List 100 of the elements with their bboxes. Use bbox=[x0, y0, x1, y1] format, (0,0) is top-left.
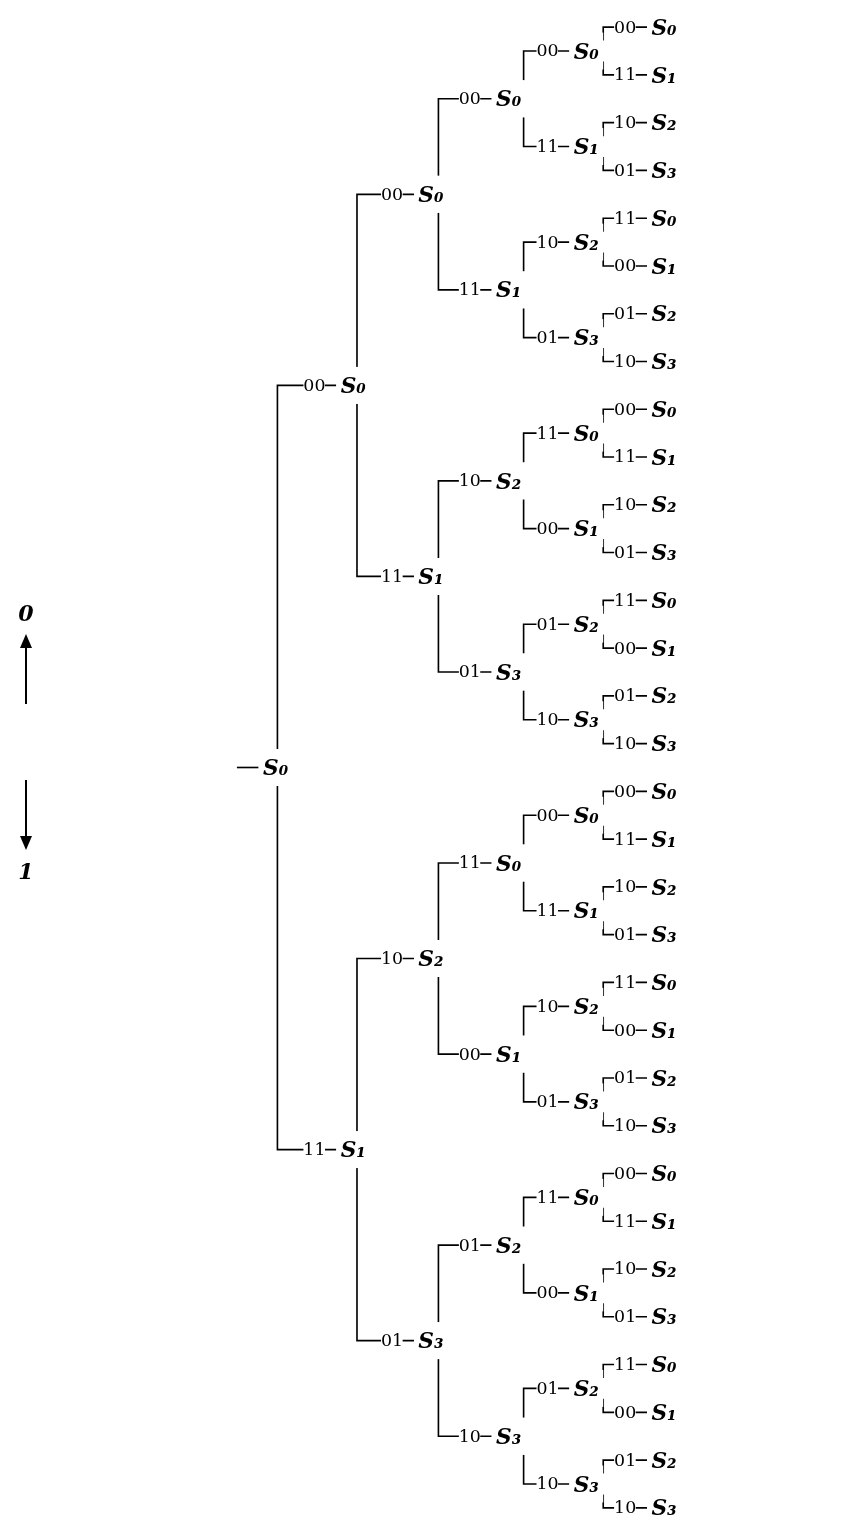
edge-label: 11 bbox=[614, 1353, 637, 1375]
edge-label: 00 bbox=[614, 1162, 637, 1184]
node-text: S₀ bbox=[496, 85, 522, 112]
edge-label: 11 bbox=[536, 135, 559, 157]
node-text: S₁ bbox=[340, 1136, 367, 1163]
edge-label: 10 bbox=[614, 1496, 637, 1518]
node-text: S₃ bbox=[418, 1327, 444, 1354]
edge-label: 01 bbox=[381, 1329, 404, 1351]
node-text: S₁ bbox=[651, 252, 677, 279]
node-text: S₀ bbox=[651, 14, 677, 41]
edge-label: 00 bbox=[614, 16, 637, 37]
edge-label: 00 bbox=[614, 255, 637, 276]
node-text: S₀ bbox=[263, 754, 289, 781]
edge-label: 00 bbox=[458, 87, 482, 109]
node-text: S₀ bbox=[340, 372, 367, 399]
edge-label: 01 bbox=[614, 1067, 637, 1088]
node-text: S₁ bbox=[651, 444, 677, 471]
edge-label: 11 bbox=[614, 64, 637, 85]
edge-label: 00 bbox=[536, 804, 559, 826]
edge-label: 11 bbox=[614, 207, 637, 228]
connector bbox=[356, 1167, 415, 1342]
node-text: S₀ bbox=[651, 778, 677, 805]
edge-label: 00 bbox=[614, 1019, 637, 1040]
edge-label: 11 bbox=[536, 422, 559, 443]
node-text: S₂ bbox=[651, 682, 677, 709]
edge-label: 01 bbox=[536, 613, 559, 634]
node-text: S₁ bbox=[651, 635, 677, 662]
node-text: S₂ bbox=[651, 1255, 677, 1283]
edge-label: 01 bbox=[614, 159, 637, 181]
node-text: S₀ bbox=[651, 1160, 677, 1187]
edge-label: 01 bbox=[458, 1234, 482, 1255]
edge-label: 10 bbox=[536, 708, 559, 730]
node-text: S₃ bbox=[496, 658, 522, 685]
node-text: S₂ bbox=[651, 109, 677, 136]
edge-label: 01 bbox=[614, 1449, 637, 1470]
node-text: S₃ bbox=[496, 1423, 522, 1450]
node-text: S₃ bbox=[651, 1494, 677, 1521]
edge-label: 00 bbox=[536, 40, 559, 61]
edge-label: 10 bbox=[614, 732, 637, 754]
node-text: S₁ bbox=[496, 1041, 522, 1068]
edge-label: 11 bbox=[614, 589, 637, 611]
node-text: S₀ bbox=[418, 181, 444, 208]
edge-label: 10 bbox=[614, 876, 637, 897]
connector bbox=[356, 403, 415, 578]
node-text: S₂ bbox=[651, 491, 677, 518]
node-text: S₃ bbox=[651, 157, 677, 184]
connector bbox=[356, 193, 415, 368]
edge-label: 00 bbox=[536, 1282, 559, 1303]
edge-label: 10 bbox=[614, 111, 637, 133]
edge-label: 01 bbox=[614, 541, 637, 563]
node-text: S₃ bbox=[651, 348, 677, 375]
edge-label: 11 bbox=[614, 1210, 637, 1232]
edge-label: 11 bbox=[614, 446, 637, 467]
edge-label: 10 bbox=[536, 995, 559, 1017]
node-text: S₁ bbox=[496, 276, 522, 303]
node-text: S₁ bbox=[651, 1399, 677, 1426]
node-text: S₁ bbox=[418, 563, 444, 590]
node-text: S₂ bbox=[418, 945, 444, 972]
connector bbox=[356, 957, 415, 1132]
node-text: S₂ bbox=[651, 1064, 677, 1091]
edge-label: 11 bbox=[536, 899, 559, 921]
edge-label: 11 bbox=[536, 1186, 559, 1208]
node-text: S₁ bbox=[651, 1017, 677, 1044]
edge-label: 11 bbox=[614, 828, 637, 849]
node-text: S₀ bbox=[651, 396, 677, 423]
edge-label: 00 bbox=[614, 398, 637, 420]
edge-label: 10 bbox=[458, 1425, 482, 1446]
bit-label: 1 bbox=[18, 858, 34, 884]
connector bbox=[236, 766, 260, 769]
edge-label: 01 bbox=[614, 923, 637, 945]
node-text: S₂ bbox=[651, 873, 677, 900]
edge-label: 10 bbox=[614, 493, 637, 515]
node-text: S₃ bbox=[651, 921, 677, 948]
edge-label: 10 bbox=[614, 1258, 637, 1279]
edge-label: 11 bbox=[614, 971, 637, 993]
edge-label: 11 bbox=[303, 1138, 326, 1160]
edge-label: 00 bbox=[614, 637, 637, 658]
edge-label: 10 bbox=[614, 1114, 637, 1136]
edge-label: 11 bbox=[458, 852, 482, 873]
connector bbox=[276, 785, 338, 1151]
edge-label: 00 bbox=[458, 1043, 482, 1064]
edge-label: 01 bbox=[536, 1090, 559, 1112]
node-text: S₂ bbox=[651, 1447, 677, 1474]
edge-label: 01 bbox=[614, 302, 637, 324]
edge-label: 01 bbox=[614, 1305, 637, 1327]
edge-label: 01 bbox=[614, 684, 637, 706]
node-text: S₀ bbox=[651, 969, 677, 996]
node-text: S₃ bbox=[651, 1112, 677, 1139]
node-text: S₃ bbox=[651, 730, 677, 757]
node-text: S₀ bbox=[651, 587, 677, 614]
edge-label: 10 bbox=[536, 1473, 559, 1494]
node-text: S₃ bbox=[651, 539, 677, 566]
edge-label: 11 bbox=[381, 565, 404, 587]
edge-label: 11 bbox=[458, 278, 482, 300]
node-text: S₁ bbox=[651, 61, 677, 88]
edge-label: 00 bbox=[614, 1401, 637, 1423]
node-text: S₂ bbox=[496, 467, 522, 494]
node-text: S₀ bbox=[496, 849, 522, 877]
edge-label: 00 bbox=[614, 780, 637, 802]
edge-label: 01 bbox=[458, 661, 482, 682]
